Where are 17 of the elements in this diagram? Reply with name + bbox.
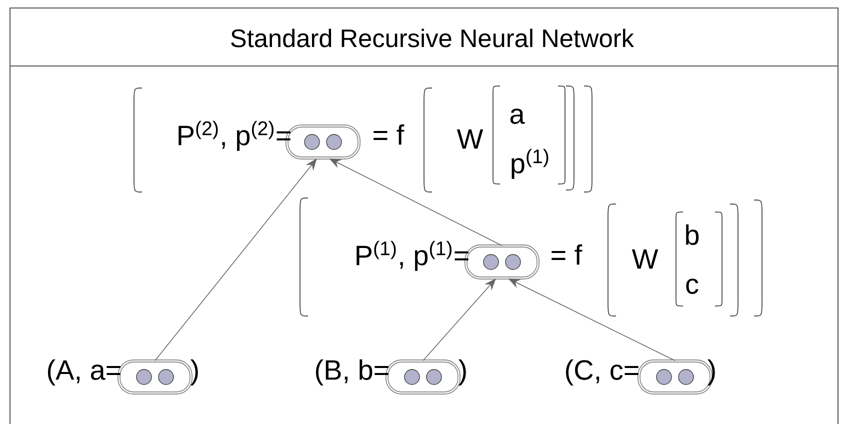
formula-text: ): [707, 359, 715, 386]
formula-text: (A, a=: [48, 359, 120, 386]
formula-text: P$^{(2)}$, p$^{(2)}$=: [178, 120, 290, 151]
formula-text: = f: [374, 124, 404, 145]
formula-text: ): [190, 359, 198, 386]
formula-text: p$^{(1)}$: [512, 148, 548, 179]
formula-text: (B, b=: [316, 359, 388, 386]
formula-text: W: [632, 249, 658, 269]
formula-text: a: [510, 108, 525, 124]
formula-text: = f: [552, 244, 582, 265]
formula-text: c: [686, 278, 698, 294]
formula-text: b: [686, 224, 699, 245]
formula-text: P$^{(1)}$, p$^{(1)}$=: [356, 240, 468, 271]
formula-text: (C, c=: [566, 359, 638, 386]
formula-text: W: [456, 129, 484, 149]
title: Standard Recursive Neural Network: [231, 28, 634, 48]
formula-text: ): [458, 359, 466, 386]
